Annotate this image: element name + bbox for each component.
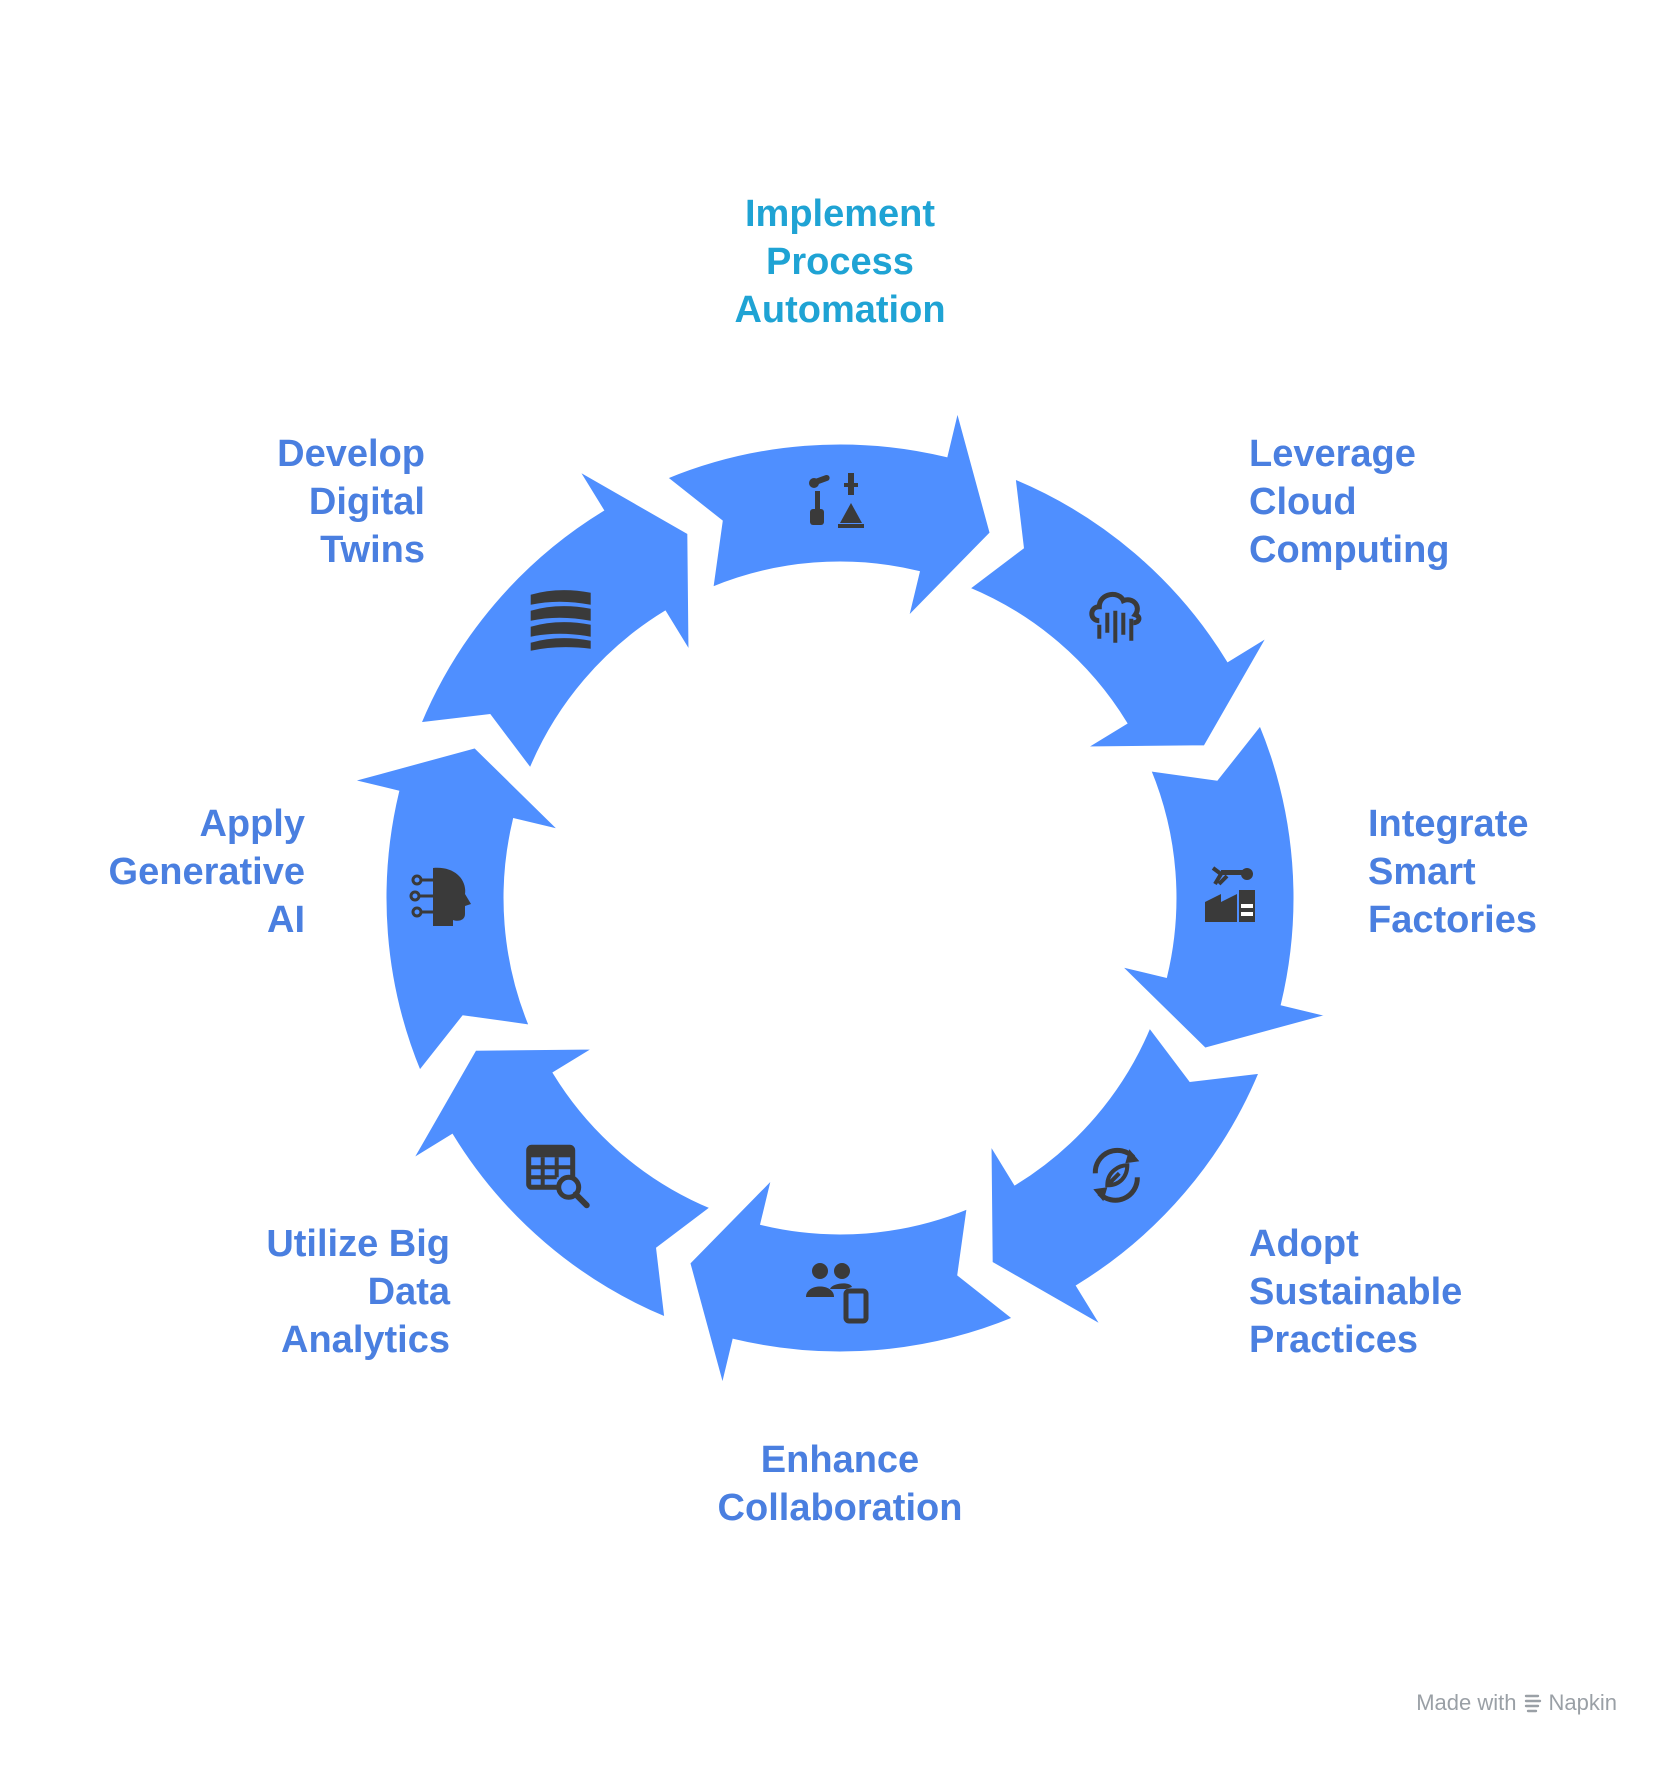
label-apply-generative-ai: Apply Generative AI	[108, 803, 305, 941]
robot-arm-icon	[809, 473, 864, 528]
footer-brand: Napkin	[1548, 1690, 1617, 1715]
cloud-circuit-icon	[1089, 592, 1142, 643]
ai-head-icon	[409, 867, 471, 926]
label-leverage-cloud-computing: Leverage Cloud Computing	[1249, 433, 1450, 571]
label-implement-process-automation: Implement Process Automation	[734, 193, 946, 331]
label-integrate-smart-factories: Integrate Smart Factories	[1368, 803, 1537, 941]
label-develop-digital-twins: Develop Digital Twins	[277, 433, 425, 571]
cycle-arrow-3	[1114, 720, 1330, 1051]
label-adopt-sustainable-practices: Adopt Sustainable Practices	[1249, 1223, 1463, 1361]
smart-factory-icon	[1205, 866, 1255, 922]
people-device-icon	[806, 1263, 869, 1324]
footer-attribution: Made with Napkin	[1416, 1690, 1617, 1716]
cycle-arrow-1	[662, 408, 993, 624]
footer-prefix: Made with	[1416, 1690, 1517, 1715]
napkin-logo-icon	[1524, 1694, 1541, 1713]
eco-cycle-icon	[1092, 1147, 1140, 1203]
table-search-icon	[526, 1144, 590, 1209]
cycle-arrow-5	[687, 1172, 1018, 1388]
layers-stack-icon	[530, 590, 591, 651]
cycle-arrow-2	[965, 475, 1271, 750]
label-enhance-collaboration: Enhance Collaboration	[717, 1439, 963, 1529]
label-utilize-big-data-analytics: Utilize Big Data Analytics	[266, 1223, 450, 1361]
cycle-arrow-8	[417, 467, 692, 773]
